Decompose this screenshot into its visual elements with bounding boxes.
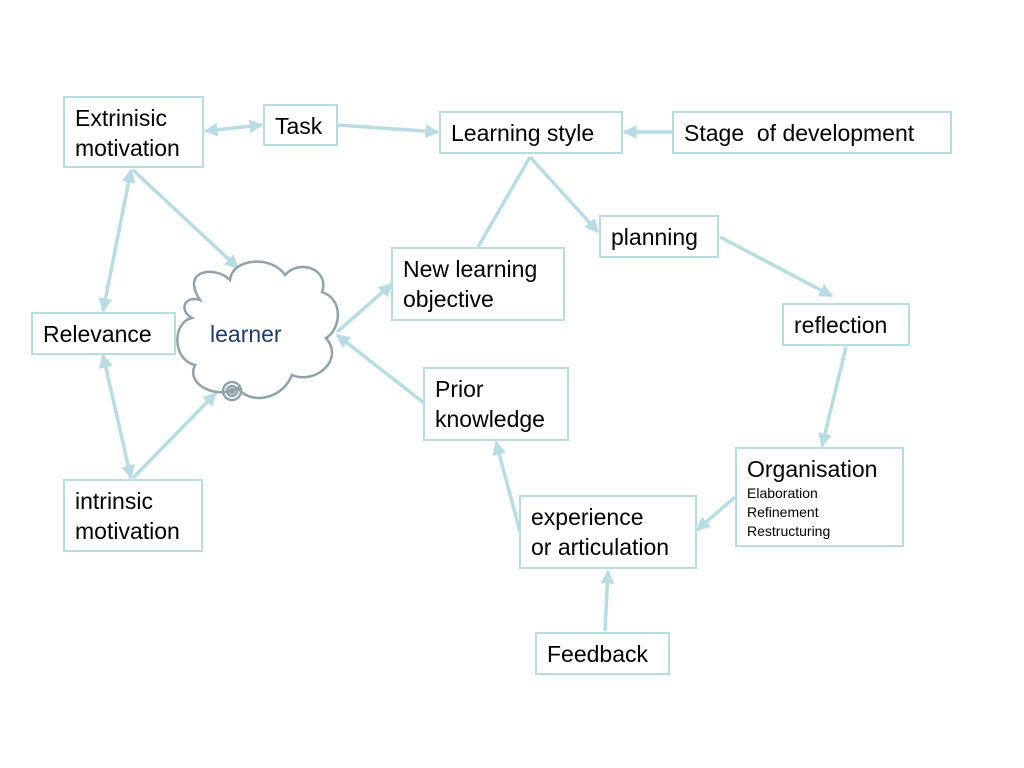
new-learning-objective-line2: objective xyxy=(403,286,494,312)
relevance-box: Relevance xyxy=(31,312,176,355)
intrinsic-motivation-box: intrinsic motivation xyxy=(63,479,203,552)
intrinsic-motivation-line2: motivation xyxy=(75,518,180,544)
experience-articulation-box: experience or articulation xyxy=(519,495,697,569)
arrow-relevance-intrinsic xyxy=(98,353,136,480)
feedback-label: Feedback xyxy=(547,641,649,667)
arrow-reflection-organisation xyxy=(818,346,848,448)
planning-box: planning xyxy=(599,215,719,258)
arrow-planning-reflection xyxy=(719,235,834,298)
prior-knowledge-box: Prior knowledge xyxy=(423,367,569,441)
new-learning-objective-box: New learning objective xyxy=(391,247,565,321)
organisation-item-restructuring: Restructuring xyxy=(747,523,831,539)
stage-of-development-label: Stage of development xyxy=(684,120,915,146)
organisation-item-elaboration: Elaboration xyxy=(747,485,818,501)
extrinsic-motivation-box: Extrinisic motivation xyxy=(63,96,204,168)
arrow-experience-prior xyxy=(492,440,522,533)
task-label: Task xyxy=(275,113,323,139)
arrow-extrinsic-relevance xyxy=(98,168,136,313)
arrow-organisation-experience xyxy=(695,495,737,532)
planning-label: planning xyxy=(611,224,698,250)
arrow-task-learning-style xyxy=(337,123,440,139)
extrinsic-motivation-line1: Extrinisic xyxy=(75,105,168,131)
arrow-feedback-experience xyxy=(600,569,615,632)
new-learning-objective-line1: New learning xyxy=(403,256,538,282)
experience-articulation-line1: experience xyxy=(531,504,644,530)
arrow-prior-learner xyxy=(335,333,426,405)
reflection-label: reflection xyxy=(794,312,888,338)
organisation-box: Organisation Elaboration Refinement Rest… xyxy=(735,447,904,547)
learner-label: learner xyxy=(210,321,282,347)
prior-knowledge-line1: Prior xyxy=(435,376,484,402)
arrow-learning-style-planning xyxy=(528,155,600,234)
relevance-label: Relevance xyxy=(43,321,152,347)
learner-cloud xyxy=(176,260,339,402)
task-box: Task xyxy=(263,104,338,146)
organisation-item-refinement: Refinement xyxy=(747,504,819,520)
prior-knowledge-line2: knowledge xyxy=(435,406,545,432)
stage-of-development-box: Stage of development xyxy=(672,111,952,154)
arrow-extrinsic-learner xyxy=(131,168,240,270)
arrow-extrinsic-task xyxy=(203,119,264,137)
reflection-box: reflection xyxy=(782,303,910,346)
intrinsic-motivation-line1: intrinsic xyxy=(75,488,153,514)
experience-articulation-line2: or articulation xyxy=(531,534,670,560)
arrow-learner-objective xyxy=(335,282,394,334)
arrow-objective-learning-style xyxy=(476,156,532,248)
extrinsic-motivation-line2: motivation xyxy=(75,135,180,161)
feedback-box: Feedback xyxy=(535,632,670,675)
organisation-label: Organisation xyxy=(747,456,878,482)
learning-style-box: Learning style xyxy=(439,111,623,154)
learning-style-label: Learning style xyxy=(451,120,595,146)
arrow-intrinsic-learner xyxy=(131,391,218,480)
